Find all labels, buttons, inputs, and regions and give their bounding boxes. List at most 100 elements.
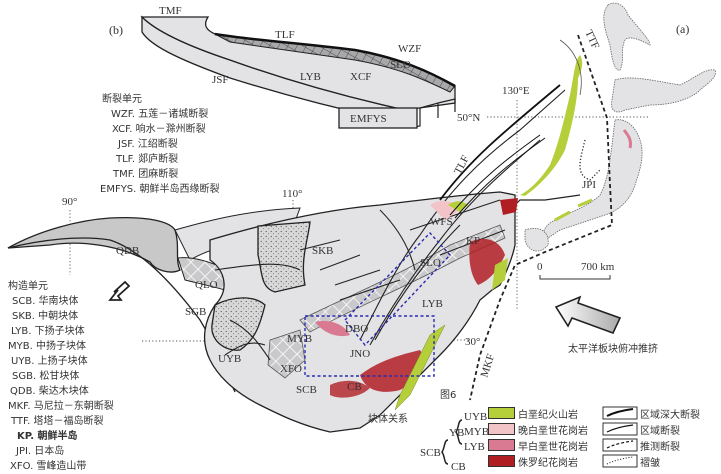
tectonic-unit: SCB. 华南块体 (12, 296, 79, 307)
pacific-push-label: 太平洋板块俯冲推挤 (568, 344, 658, 355)
fault-unit: TLF. 郯庐断裂 (116, 154, 179, 165)
tectonic-unit: XFO. 雪峰造山带 (10, 461, 87, 472)
push-arrow-west (108, 280, 131, 301)
label-xfo: XFO (280, 363, 302, 375)
tectonic-units-title: 构造单元 (8, 281, 48, 292)
tectonic-unit: QDB. 柴达木块体 (10, 386, 89, 397)
label-scb: SCB (296, 384, 317, 396)
tectonic-unit: TTF. 塔塔－福岛断裂 (11, 416, 104, 427)
label-jsf: JSF (212, 74, 229, 86)
fault-unit: WZF. 五莲－诸城断裂 (111, 109, 209, 120)
label-jno: JNO (350, 348, 370, 360)
tectonic-unit: SGB. 松甘块体 (12, 371, 80, 382)
block-diagram-b (140, 15, 456, 129)
label-lyb: LYB (422, 298, 443, 310)
tectonic-unit: SKB. 中朝块体 (12, 311, 79, 322)
fault-unit: TMF. 团麻断裂 (113, 169, 179, 180)
volcanic-swatch (488, 407, 515, 419)
block-relation-title: 块体关系 (368, 414, 408, 425)
legend-label: 白垩纪火山岩 (518, 409, 578, 421)
pacific-push-arrow (554, 295, 622, 335)
label-skb: SKB (312, 245, 333, 257)
tectonic-unit: KP. 朝鲜半岛 (17, 431, 78, 442)
tick-130e: 130°E (502, 85, 530, 97)
brace-yb (455, 419, 463, 445)
label-slo-b: SLO (390, 59, 411, 71)
relation-scb: SCB (420, 447, 441, 459)
label-kp: KP (466, 235, 480, 247)
label-tmf: TMF (159, 5, 182, 17)
label-myb: MYB (287, 333, 312, 345)
legend-item-major-fault: 区域深大断裂 (640, 405, 700, 421)
line-legend: 区域深大断裂 区域断裂 推测断裂 褶皱 (640, 405, 700, 469)
tectonic-unit: LYB. 下扬子块体 (11, 326, 85, 337)
legend-line-icons (602, 406, 638, 468)
label-ttf: TTF (582, 28, 601, 51)
japan-islands (524, 2, 716, 252)
brace-scb (441, 439, 449, 465)
tectonic-units-list: 构造单元 SCB. 华南块体 SKB. 中朝块体 LYB. 下扬子块体 MYB.… (6, 279, 114, 474)
relation-myb: MYB (464, 426, 489, 438)
legend-label: 褶皱 (640, 457, 660, 469)
rock-legend: 白垩纪火山岩 晚白垩世花岗岩 早白垩世花岗岩 侏罗纪花岗岩 (488, 405, 588, 469)
legend-item-fault: 区域断裂 (640, 421, 700, 437)
label-wfs: WFS (430, 216, 453, 228)
late-granite-swatch (488, 423, 515, 435)
scale-zero: 0 (537, 261, 543, 273)
jurassic-swatch (488, 455, 515, 467)
legend-item-early-cretaceous-granite: 早白垩世花岗岩 (488, 437, 588, 453)
panel-a-tag: (a) (676, 22, 689, 36)
fault-unit: XCF. 响水－滁州断裂 (112, 124, 206, 135)
inferred-fault-icon (602, 438, 638, 452)
legend-label: 早白垩世花岗岩 (518, 441, 588, 453)
label-tlf-b: TLF (275, 29, 295, 41)
label-wzf: WZF (398, 43, 421, 55)
legend-item-inferred-fault: 推测断裂 (640, 437, 700, 453)
label-emfys: EMFYS (350, 113, 387, 125)
label-qlo: QLO (195, 279, 218, 291)
fault-units-list: 断裂单元 WZF. 五莲－诸城断裂 XCF. 响水－滁州断裂 JSF. 江绍断裂… (96, 92, 220, 197)
legend-label: 晚白垩世花岗岩 (518, 425, 588, 437)
tick-90: 90° (62, 196, 77, 208)
fault-unit: JSF. 江绍断裂 (118, 139, 178, 150)
sichuan-dotted-basin (211, 297, 266, 351)
tectonic-unit: MYB. 中扬子块体 (8, 341, 86, 352)
label-slo: SLO (420, 257, 441, 269)
qdb-block (7, 216, 181, 273)
label-sgb: SGB (185, 306, 206, 318)
fault-units-title: 断裂单元 (102, 94, 142, 105)
legend-label: 推测断裂 (640, 441, 680, 453)
label-mkf: MKF (478, 353, 497, 379)
relation-cb: CB (451, 461, 466, 472)
fold-icon (602, 454, 638, 468)
label-qdb: QDB (116, 245, 139, 257)
green-arc (520, 55, 583, 196)
tectonic-unit: MKF. 马尼拉－东朝断裂 (8, 401, 114, 412)
legend-item-volcanic: 白垩纪火山岩 (488, 405, 588, 421)
scale-max: 700 km (581, 261, 615, 273)
relation-uyb: UYB (464, 411, 487, 423)
legend-item-late-cretaceous-granite: 晚白垩世花岗岩 (488, 421, 588, 437)
fault-lines (214, 89, 566, 361)
label-cb: CB (347, 381, 362, 393)
fig6-ref: 图6 (440, 389, 456, 401)
label-dbo: DBO (345, 323, 368, 335)
tick-110: 110° (282, 188, 303, 200)
fault-unit: EMFYS. 朝鲜半岛西缘断裂 (100, 184, 220, 195)
tectonic-unit: UYB. 上扬子块体 (11, 356, 88, 367)
thick-fault-icon (602, 406, 638, 420)
tick-50n: 50°N (457, 112, 480, 124)
legend-label: 区域断裂 (640, 425, 680, 437)
scale-bar (539, 275, 611, 280)
early-granite-swatch (488, 439, 515, 451)
label-lyb-b: LYB (300, 71, 321, 83)
tick-30: 30° (465, 336, 480, 348)
tectonic-unit: JPI. 日本岛 (16, 446, 65, 457)
label-uyb: UYB (218, 353, 241, 365)
relation-lyb: LYB (464, 441, 485, 453)
label-jpi: JPI (582, 179, 596, 191)
legend-label: 侏罗纪花岗岩 (518, 457, 578, 469)
ordos-dotted-block (257, 221, 311, 293)
legend-label: 区域深大断裂 (640, 409, 700, 421)
